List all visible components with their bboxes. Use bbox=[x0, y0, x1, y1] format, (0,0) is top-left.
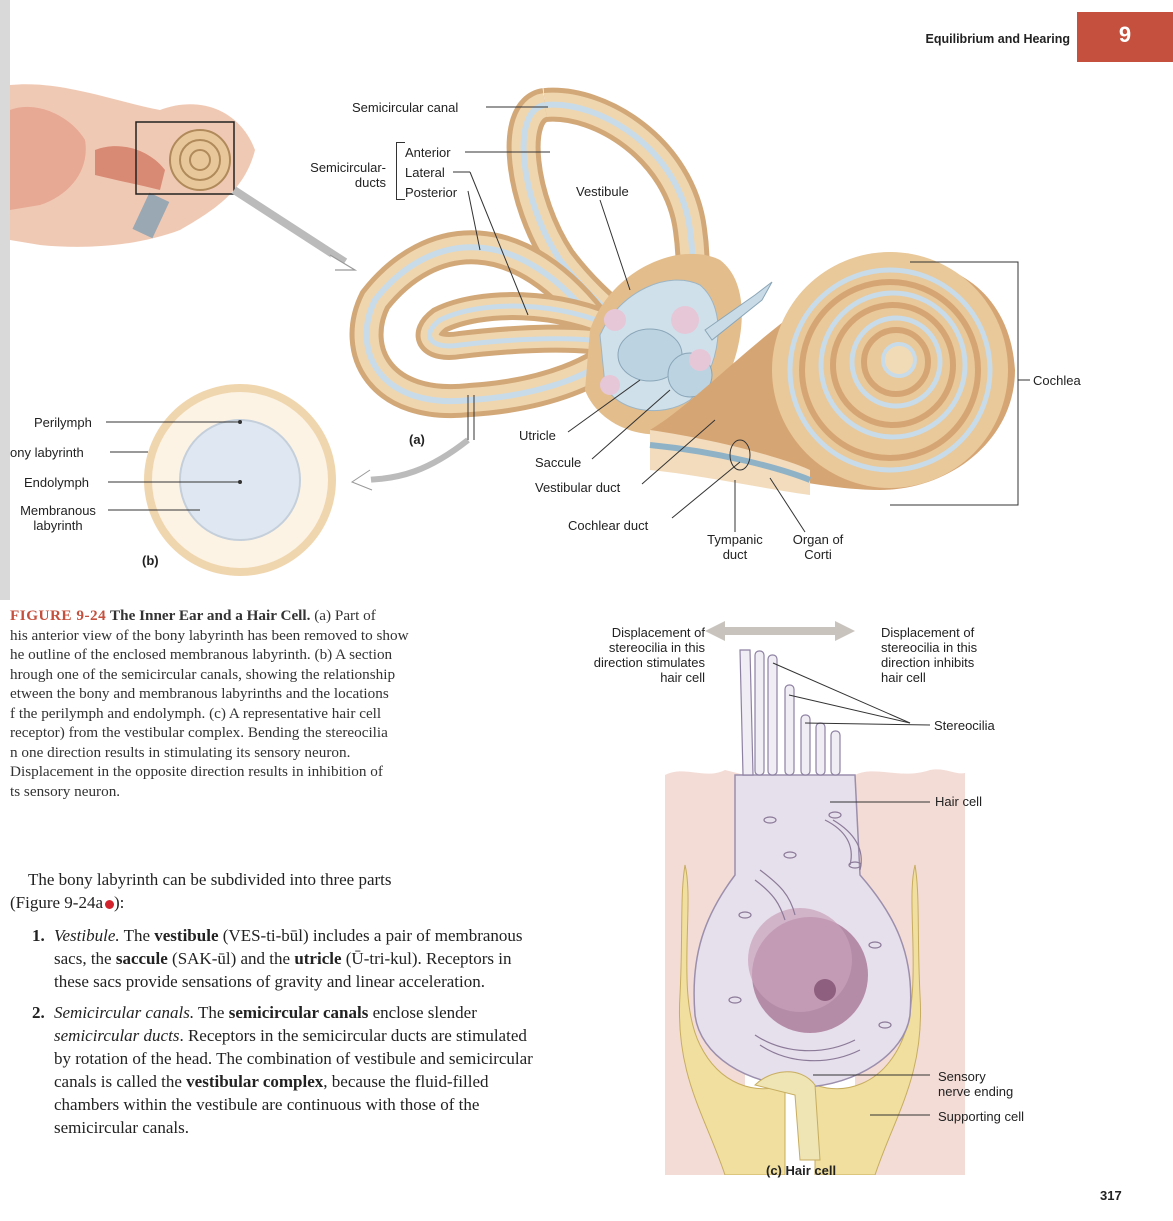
label-displacement-inhibits: Displacement of stereocilia in this dire… bbox=[881, 625, 977, 685]
caption-line: ts sensory neuron. bbox=[10, 782, 540, 802]
list-item-text: (SAK-ūl) and the bbox=[168, 949, 295, 968]
term-utricle: utricle bbox=[294, 949, 341, 968]
intro-end: ): bbox=[114, 893, 124, 912]
list-item-number: 1. bbox=[32, 924, 45, 947]
intro-line-1: The bony labyrinth can be subdivided int… bbox=[28, 870, 392, 889]
figure-caption: FIGURE 9-24 The Inner Ear and a Hair Cel… bbox=[10, 606, 540, 801]
term-saccule: saccule bbox=[116, 949, 168, 968]
inner-ear-illustration bbox=[0, 0, 1173, 600]
label-semicircular-ducts: Semicircular- ducts bbox=[290, 160, 386, 190]
caption-line: he outline of the enclosed membranous la… bbox=[10, 645, 540, 665]
label-posterior: Posterior bbox=[405, 185, 457, 200]
intro-paragraph: The bony labyrinth can be subdivided int… bbox=[28, 868, 540, 914]
ducts-bracket bbox=[396, 142, 405, 200]
label-displacement-stimulates: Displacement of stereocilia in this dire… bbox=[550, 625, 705, 685]
caption-title: The Inner Ear and a Hair Cell. bbox=[110, 607, 310, 624]
label-perilymph: Perilymph bbox=[34, 415, 92, 430]
label-panel-a: (a) bbox=[409, 432, 425, 447]
parts-list: 1. Vestibule. The vestibule (VES-ti-būl)… bbox=[10, 924, 540, 1139]
term-vestibule: vestibule bbox=[154, 926, 218, 945]
caption-line: Displacement in the opposite direction r… bbox=[10, 762, 540, 782]
displacement-arrow bbox=[705, 621, 855, 641]
label-organ-of-corti: Organ of Corti bbox=[778, 532, 858, 562]
label-anterior: Anterior bbox=[405, 145, 451, 160]
label-vestibular-duct: Vestibular duct bbox=[535, 480, 620, 495]
caption-figure-number: FIGURE 9-24 bbox=[10, 607, 106, 624]
label-panel-c: (c) Hair cell bbox=[766, 1163, 836, 1178]
stereocilia-bundle bbox=[740, 650, 840, 775]
label-saccule: Saccule bbox=[535, 455, 581, 470]
label-stereocilia: Stereocilia bbox=[934, 718, 995, 733]
intro-line-2: (Figure 9-24a bbox=[10, 893, 103, 912]
list-item-number: 2. bbox=[32, 1001, 45, 1024]
caption-line: n one direction results in stimulating i… bbox=[10, 743, 540, 763]
label-utricle: Utricle bbox=[519, 428, 556, 443]
caption-line: hrough one of the semicircular canals, s… bbox=[10, 665, 540, 685]
label-vestibule: Vestibule bbox=[576, 184, 629, 199]
list-item-term: Vestibule. bbox=[54, 926, 120, 945]
list-item-text: The bbox=[194, 1003, 229, 1022]
label-lateral: Lateral bbox=[405, 165, 445, 180]
page-gutter-shadow bbox=[0, 0, 10, 600]
label-cochlea: Cochlea bbox=[1033, 373, 1081, 388]
label-sensory-nerve-ending: Sensory nerve ending bbox=[938, 1069, 1013, 1099]
list-item-term: Semicircular canals. bbox=[54, 1003, 194, 1022]
label-panel-b: (b) bbox=[142, 553, 159, 568]
label-supporting-cell: Supporting cell bbox=[938, 1109, 1024, 1124]
label-semicircular-canal: Semicircular canal bbox=[352, 100, 458, 115]
label-hair-cell: Hair cell bbox=[935, 794, 982, 809]
list-item: 1. Vestibule. The vestibule (VES-ti-būl)… bbox=[54, 924, 540, 993]
list-item: 2. Semicircular canals. The semicircular… bbox=[54, 1001, 540, 1139]
caption-first-line-tail: (a) Part of bbox=[314, 607, 376, 624]
term-semicircular-canals: semicircular canals bbox=[229, 1003, 369, 1022]
figure-reference-dot-icon bbox=[105, 900, 114, 909]
body-text: The bony labyrinth can be subdivided int… bbox=[10, 868, 540, 1147]
caption-line: his anterior view of the bony labyrinth … bbox=[10, 626, 540, 646]
term-semicircular-ducts: semicircular ducts bbox=[54, 1026, 179, 1045]
caption-line: etween the bony and membranous labyrinth… bbox=[10, 684, 540, 704]
label-bony-labyrinth: ony labyrinth bbox=[10, 445, 84, 460]
list-item-text: enclose slender bbox=[368, 1003, 477, 1022]
label-membranous-labyrinth: Membranous labyrinth bbox=[10, 503, 106, 533]
page-number: 317 bbox=[1100, 1188, 1122, 1203]
caption-line: f the perilymph and endolymph. (c) A rep… bbox=[10, 704, 540, 724]
label-tympanic-duct: Tympanic duct bbox=[695, 532, 775, 562]
caption-line: receptor) from the vestibular complex. B… bbox=[10, 723, 540, 743]
label-cochlear-duct: Cochlear duct bbox=[568, 518, 648, 533]
list-item-text: The bbox=[120, 926, 155, 945]
label-endolymph: Endolymph bbox=[24, 475, 89, 490]
term-vestibular-complex: vestibular complex bbox=[186, 1072, 323, 1091]
